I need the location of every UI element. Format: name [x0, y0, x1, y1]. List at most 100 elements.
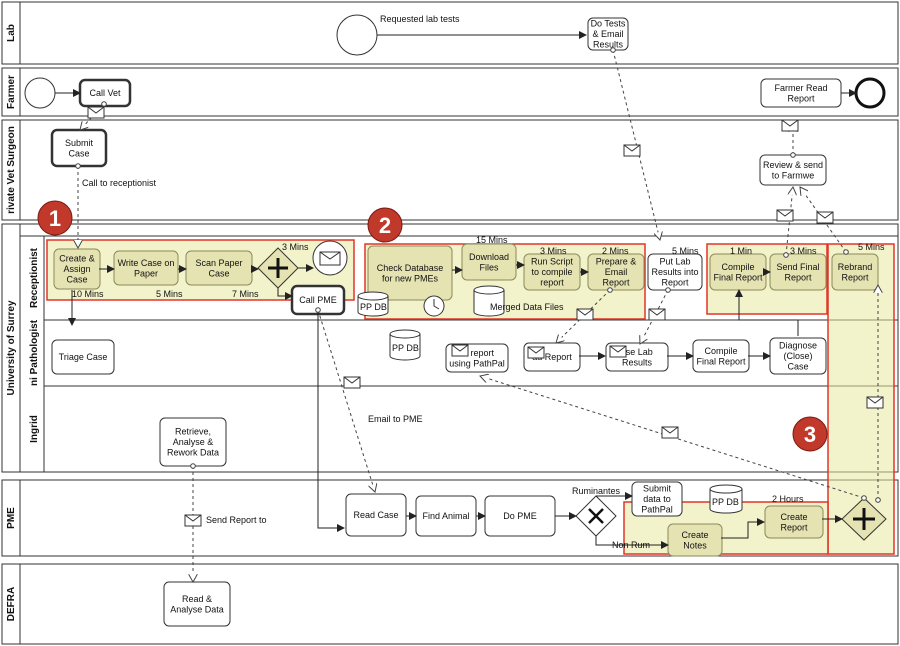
- task-label: Read Case: [353, 510, 398, 520]
- message-envelope-icon: [661, 426, 679, 439]
- flow-label-requested-lab-tests: Requested lab tests: [380, 14, 460, 24]
- message-event-receptionist: [312, 240, 348, 276]
- task-do-pme: Do PME: [484, 495, 556, 537]
- task-label: using PathPal: [449, 358, 505, 368]
- parallel-gateway-pme: [841, 497, 887, 541]
- task-label: Check Database: [377, 263, 444, 273]
- task-box: [587, 17, 629, 51]
- task-label: Download: [469, 252, 509, 262]
- task-box: [345, 493, 407, 537]
- task-label: Results: [593, 40, 624, 50]
- pool-lab: Lab: [1, 1, 899, 65]
- message-envelope-icon: [87, 106, 105, 119]
- badge-2-label: 2: [379, 213, 391, 238]
- task-label: Scan Paper: [195, 258, 242, 268]
- message-envelope-icon: [343, 376, 361, 389]
- task-label: Assign: [63, 264, 90, 274]
- badge-2: 2: [367, 207, 403, 243]
- task-label: ad Report: [532, 352, 572, 362]
- flow-label-ten-mins: 10 Mins: [72, 289, 104, 299]
- flow-label-email-to-pme: Email to PME: [368, 414, 423, 424]
- flow-label-non-rum: Non Rum: [612, 540, 650, 550]
- datastore-label: Merged Data Files: [490, 302, 564, 312]
- message-envelope-icon: [184, 514, 202, 527]
- message-envelope-icon: [451, 344, 469, 357]
- task-retrieve: Retrieve,Analyse &Rework Data: [159, 417, 227, 467]
- task-label: Create: [780, 512, 807, 522]
- pool-farmer: Farmer: [1, 67, 899, 117]
- flow-label-three-mins-c: 3 Mins: [790, 246, 817, 256]
- task-label: Notes: [683, 540, 707, 550]
- datastore-pp-db-pathologist: PP DB: [389, 329, 421, 361]
- lane-label-farmer: Farmer: [6, 75, 17, 109]
- pool-vet: rivate Vet Surgeon: [1, 119, 899, 221]
- task-read-analyse: Read &Analyse Data: [163, 581, 231, 627]
- task-read-case: Read Case: [345, 493, 407, 537]
- task-label: Analyse &: [173, 437, 214, 447]
- badge-3-label: 3: [804, 422, 816, 447]
- message-envelope-icon: [527, 346, 545, 359]
- flow-label-seven-mins: 7 Mins: [232, 289, 259, 299]
- flow-label-five-mins-b: 5 Mins: [672, 246, 699, 256]
- task-label: & Email: [592, 29, 623, 39]
- task-label: Final Report: [696, 356, 746, 366]
- task-call-vet: Call Vet: [78, 78, 132, 108]
- flow-label-send-report-to: Send Report to: [206, 515, 267, 525]
- lane-label-vet: rivate Vet Surgeon: [6, 126, 17, 214]
- timer-icon: [423, 295, 445, 317]
- task-diagnose: Diagnose(Close)Case: [769, 337, 827, 375]
- message-envelope-icon: [866, 396, 884, 409]
- task-label: Report: [780, 522, 808, 532]
- pool-defra: DEFRA: [1, 563, 899, 645]
- task-label: Call Vet: [89, 88, 121, 98]
- lane-label-pme: PME: [6, 507, 17, 529]
- flow-label-call-to-receptionist: Call to receptionist: [82, 178, 157, 188]
- task-label: Email: [605, 267, 628, 277]
- task-label: Paper: [134, 268, 158, 278]
- flow-label-two-hours: 2 Hours: [772, 494, 804, 504]
- task-find-animal: Find Animal: [415, 495, 477, 537]
- message-envelope-icon: [648, 308, 666, 321]
- datastore-pp-db-pme: PP DB: [709, 484, 743, 514]
- message-envelope-icon: [623, 144, 641, 157]
- task-label: data to: [643, 494, 671, 504]
- flow-label-fifteen-mins: 15 Mins: [476, 235, 508, 245]
- task-label: (Close): [783, 351, 812, 361]
- task-label: Send Final: [776, 262, 819, 272]
- datastore-pp-db-receptionist: PP DB: [357, 291, 389, 317]
- task-label: Put Lab: [659, 257, 690, 267]
- datastore-merged-files: Merged Data Files: [473, 285, 564, 317]
- task-box: [764, 505, 824, 539]
- task-label: Rework Data: [167, 448, 219, 458]
- task-label: Retrieve,: [175, 427, 211, 437]
- task-label: Report: [787, 93, 815, 103]
- datastore-label: PP DB: [360, 302, 387, 312]
- badge-3: 3: [792, 416, 828, 452]
- task-label: Review & send: [763, 160, 823, 170]
- message-envelope-icon: [609, 345, 627, 358]
- task-label: Report: [841, 272, 869, 282]
- task-label: Submit: [65, 138, 94, 148]
- message-envelope-icon: [576, 308, 594, 321]
- task-label: Read &: [182, 594, 212, 604]
- task-label: Report: [661, 278, 689, 288]
- flow-label-five-mins-c: 5 Mins: [858, 242, 885, 252]
- task-box: [831, 253, 879, 291]
- task-triage: Triage Case: [51, 339, 115, 375]
- message-envelope-icon: [776, 209, 794, 222]
- task-label: Final Report: [713, 272, 763, 282]
- message-envelope-icon: [781, 119, 799, 132]
- task-label: to Farmwe: [772, 170, 815, 180]
- task-label: Report: [784, 272, 812, 282]
- task-label: Triage Case: [59, 352, 108, 362]
